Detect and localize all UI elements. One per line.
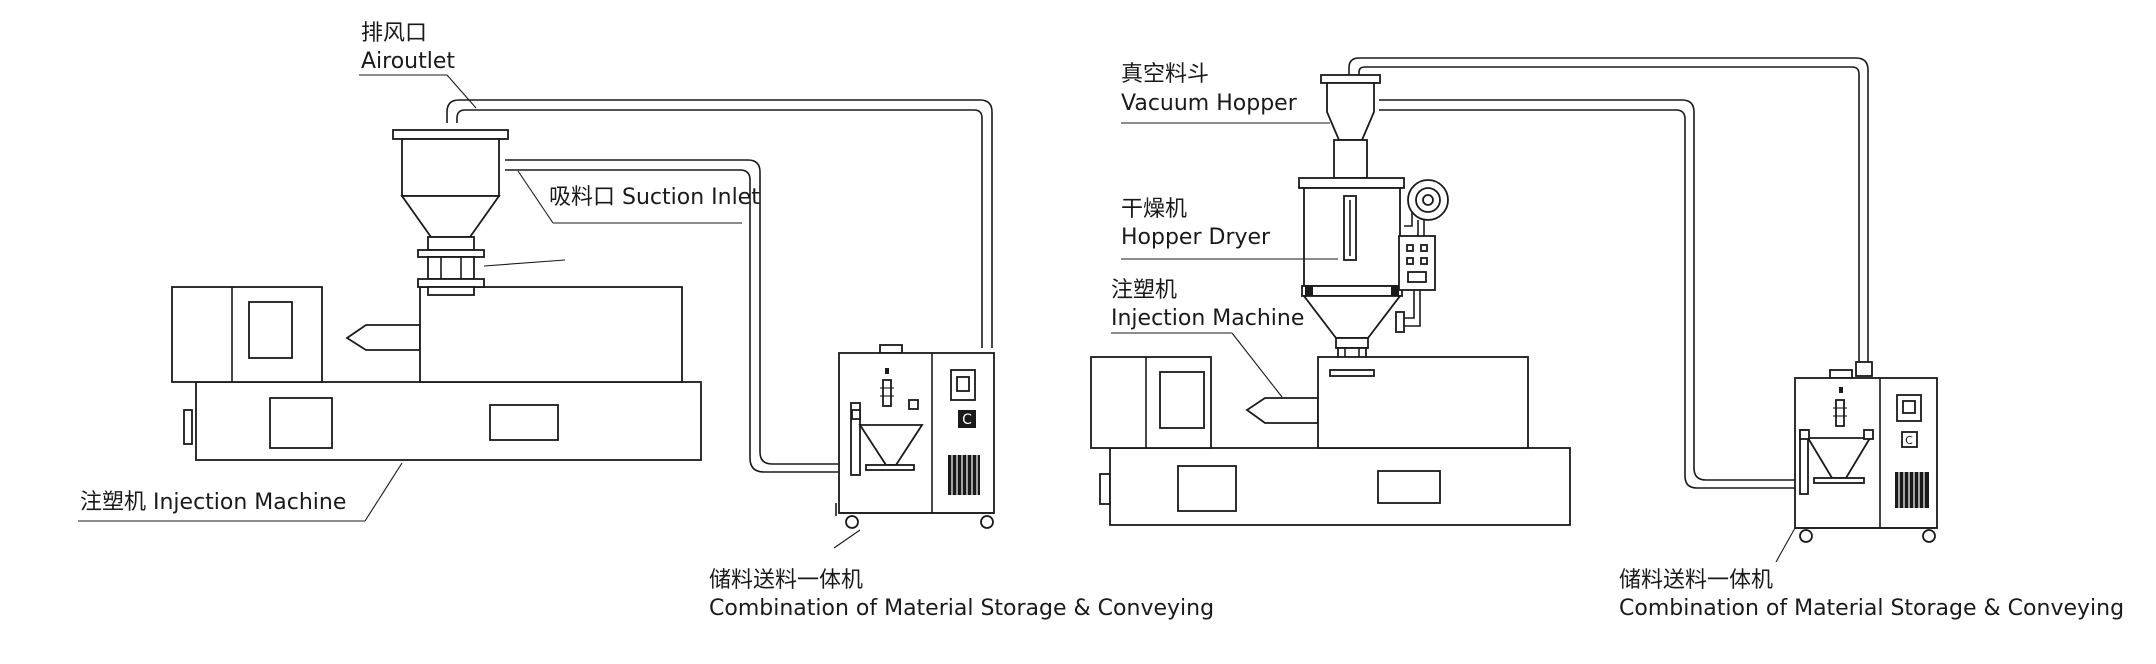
right-injection-machine: [1090, 356, 1571, 526]
left-injection-machine: [171, 286, 702, 461]
hopper-dryer-label-en: Hopper Dryer: [1121, 225, 1271, 250]
air-outlet-label-zh: 排风口: [361, 21, 428, 46]
right-hopper-dryer: [1298, 177, 1449, 371]
right-vent-grille: [1895, 472, 1929, 508]
right-conveying-pipe: [1348, 57, 1869, 489]
suction-inlet-label: 吸料口 Suction Inlet: [549, 185, 760, 210]
right-system: C: [1090, 57, 1938, 563]
right-unit-badge: C: [1905, 434, 1913, 447]
left-vent-grille: [948, 455, 980, 495]
left-unit-badge: C: [962, 412, 972, 428]
left-leader-lines: [78, 74, 861, 549]
left-combination-label-en: Combination of Material Storage & Convey…: [709, 596, 1215, 621]
left-system: C: [78, 74, 995, 549]
left-injection-machine-label: 注塑机 Injection Machine: [80, 490, 347, 515]
right-storage-conveying-unit: C: [1794, 361, 1938, 543]
left-conveying-pipe: [446, 99, 993, 473]
hopper-dryer-label-zh: 干燥机: [1121, 197, 1188, 222]
vacuum-hopper-label-zh: 真空料斗: [1121, 62, 1210, 87]
left-combination-label-zh: 储料送料一体机: [709, 568, 864, 593]
air-outlet-label-en: Airoutlet: [361, 49, 456, 74]
right-vacuum-hopper: [1320, 74, 1381, 179]
right-combination-label-zh: 储料送料一体机: [1619, 568, 1774, 593]
left-storage-conveying-unit: C: [835, 344, 995, 529]
left-hopper: [392, 129, 566, 296]
right-leader-lines: [1111, 122, 1796, 563]
right-injection-machine-label-en: Injection Machine: [1111, 306, 1305, 331]
right-combination-label-en: Combination of Material Storage & Convey…: [1619, 596, 2125, 621]
right-injection-machine-label-zh: 注塑机: [1111, 278, 1178, 303]
vacuum-hopper-label-en: Vacuum Hopper: [1121, 91, 1297, 116]
